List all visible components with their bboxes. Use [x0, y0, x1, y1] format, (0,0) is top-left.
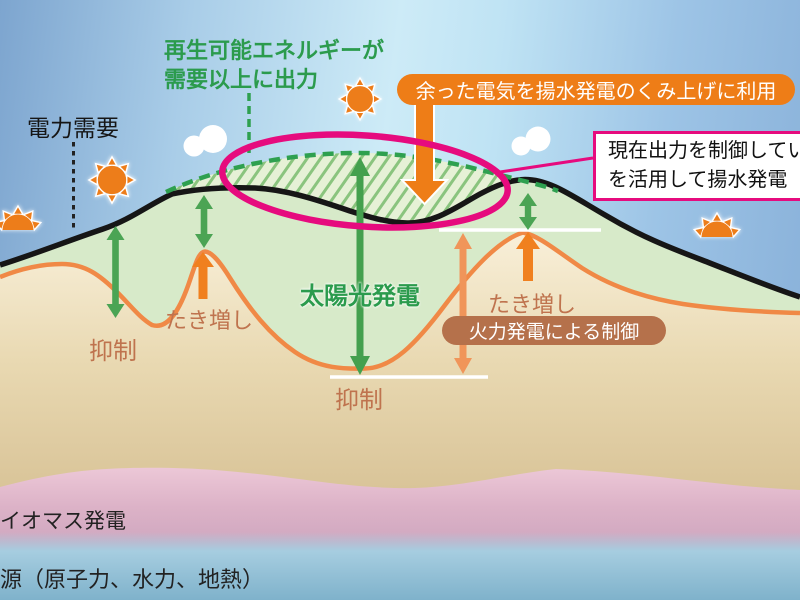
cloud-icon	[183, 125, 227, 157]
control-note-connector	[499, 156, 594, 174]
renewable-note-line1: 再生可能エネルギーが	[164, 38, 385, 63]
surplus-usage-text: 余った電気を揚水発電のくみ上げに利用	[415, 81, 777, 103]
baseload-band-label: 源（原子力、水力、地熱）	[0, 567, 265, 592]
thermal-curve	[0, 230, 800, 371]
increase-arrow-right	[516, 232, 540, 281]
suppress-label-center: 抑制	[335, 387, 383, 414]
thermal-control-text: 火力発電による制御	[468, 322, 640, 343]
renewable-note: 再生可能エネルギーが 需要以上に出力	[164, 36, 384, 94]
cloud-icon	[511, 126, 551, 156]
surplus-to-pumped-arrow	[399, 103, 450, 206]
gap-arrow-right	[519, 193, 537, 230]
renewable-note-line2: 需要以上に出力	[164, 67, 319, 92]
thermal-control-callout: 火力発電による制御	[442, 316, 666, 345]
increase-arrow-left	[192, 252, 214, 299]
control-note-line1: 現在出力を制御してい	[608, 140, 800, 162]
suppress-label-left: 抑制	[89, 338, 137, 365]
demand-curve	[0, 176, 800, 300]
solar-range-arrow	[350, 157, 370, 375]
increase-label-right: たき増し	[488, 292, 577, 317]
surplus-usage-callout: 余った電気を揚水発電のくみ上げに利用	[397, 74, 795, 105]
baseload-band	[0, 532, 800, 600]
gap-arrow-left	[195, 195, 213, 248]
surplus-highlight-ellipse	[219, 131, 511, 231]
increase-label-left: たき増し	[165, 308, 254, 333]
surplus-hatched-region	[166, 153, 525, 224]
sunrise-icon	[0, 205, 44, 231]
control-note-line2: を活用して揚水発電	[608, 169, 788, 191]
biomass-band-label: イオマス発電	[0, 510, 126, 533]
control-note-callout: 現在出力を制御してい を活用して揚水発電	[593, 131, 800, 201]
demand-label: 電力需要	[27, 115, 119, 141]
sun-icon	[88, 156, 136, 204]
thermal-control-range-arrow	[454, 233, 472, 374]
renewable-dashed-curve	[165, 150, 559, 195]
solar-label: 太陽光発電	[300, 283, 420, 310]
suppress-arrow-left	[106, 226, 125, 318]
sunset-icon	[691, 212, 743, 238]
